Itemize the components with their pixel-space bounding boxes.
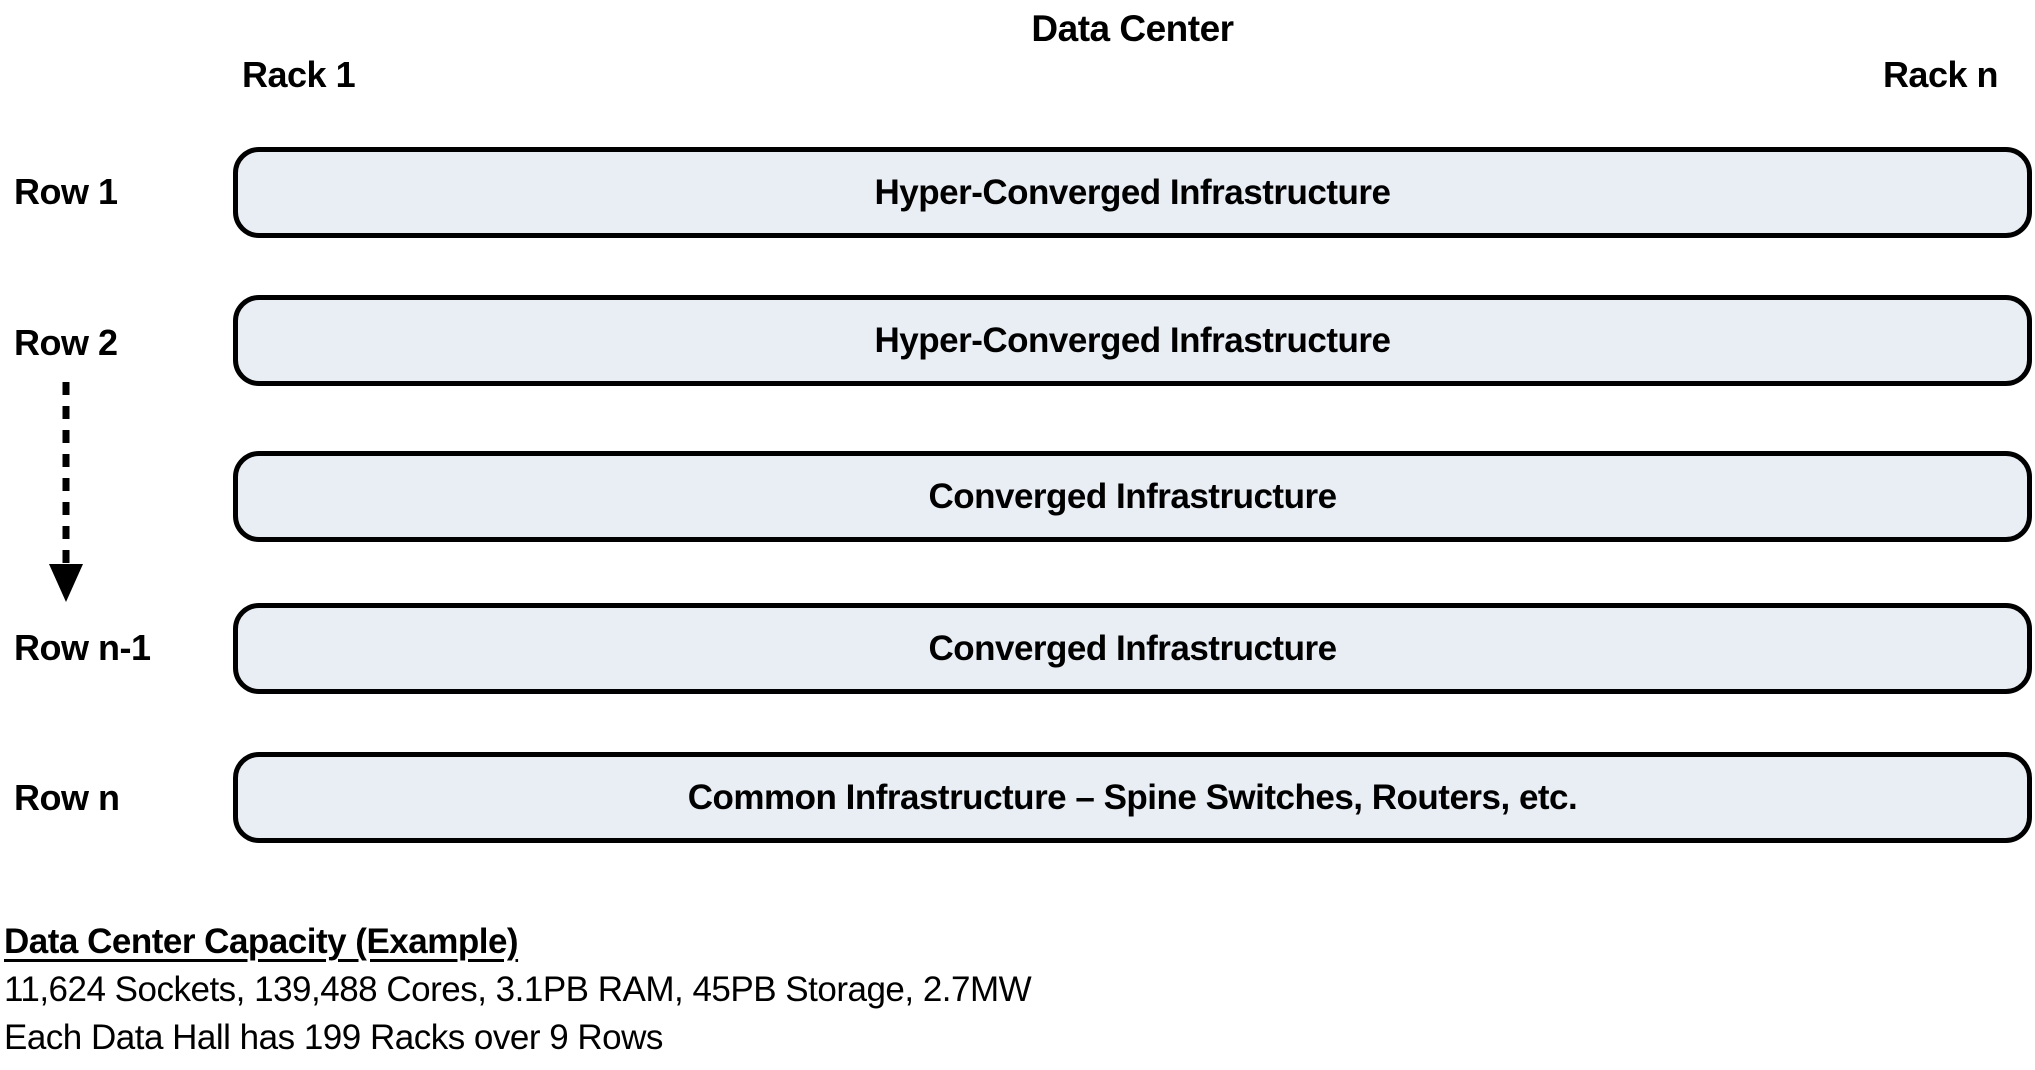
middle-row-box: Converged Infrastructure [233, 451, 2032, 542]
row-n-label: Row n [14, 777, 120, 818]
row-1-label: Row 1 [14, 171, 118, 212]
capacity-line-1: 11,624 Sockets, 139,488 Cores, 3.1PB RAM… [4, 970, 1032, 1009]
capacity-heading: Data Center Capacity (Example) [4, 922, 519, 961]
capacity-note: Data Center Capacity (Example) 11,624 So… [4, 918, 1032, 1062]
row-n-box: Common Infrastructure – Spine Switches, … [233, 752, 2032, 843]
row-1-box-label: Hyper-Converged Infrastructure [874, 172, 1391, 212]
down-dashed-arrow-icon [49, 382, 83, 602]
middle-row-box-label: Converged Infrastructure [928, 476, 1337, 516]
row-n-1-box-label: Converged Infrastructure [928, 628, 1337, 668]
rack-1-label: Rack 1 [242, 54, 356, 95]
capacity-line-2: Each Data Hall has 199 Racks over 9 Rows [4, 1018, 663, 1057]
row-2-box: Hyper-Converged Infrastructure [233, 295, 2032, 386]
row-n-box-label: Common Infrastructure – Spine Switches, … [687, 777, 1578, 817]
rack-n-label: Rack n [1882, 54, 1999, 95]
row-1-box: Hyper-Converged Infrastructure [233, 147, 2032, 238]
diagram-title: Data Center [1031, 8, 1234, 49]
row-n-1-label: Row n-1 [14, 627, 151, 668]
row-n-1-box: Converged Infrastructure [233, 603, 2032, 694]
row-2-box-label: Hyper-Converged Infrastructure [874, 320, 1391, 360]
row-2-label: Row 2 [14, 322, 118, 363]
